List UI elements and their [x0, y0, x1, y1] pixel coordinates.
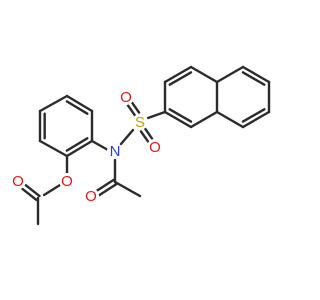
sulfur-naphthyl-bond: [146, 110, 167, 120]
phenyl-ring-bond: [38, 139, 69, 158]
sulfonyl-oxygen-top-atom: O: [118, 89, 134, 106]
naphthalene-inner-bond: [241, 108, 266, 123]
svg-text:N: N: [110, 143, 121, 160]
aryl-nitrogen-bond: [90, 139, 110, 152]
acetyl-carbonyl-double-bond: [95, 178, 115, 193]
phenyl-ring-inner-bond: [65, 137, 89, 152]
ester-carbon-bond: [42, 183, 62, 197]
phenyl-ring-bond: [38, 94, 69, 113]
svg-text:O: O: [149, 139, 161, 156]
svg-text:O: O: [85, 188, 97, 205]
svg-text:O: O: [12, 173, 24, 190]
acetyl-oxygen-atom: O: [83, 188, 99, 205]
molecule-drawing: O O N S O O O: [10, 65, 271, 226]
naphthalene-ring-bond: [189, 110, 219, 129]
nitrogen-atom: N: [107, 143, 123, 160]
ester-carbonyl-oxygen-atom: O: [10, 173, 26, 190]
nitrogen-sulfur-bond: [119, 128, 135, 146]
sulfonyl-oxygen-bottom-double-bond: [139, 130, 150, 143]
ester-carbonyl-double-bond: [24, 183, 41, 198]
sulfur-atom: S: [132, 114, 148, 131]
naphthalene-ring-bond: [189, 65, 219, 84]
naphthalene-inner-bond: [168, 71, 193, 86]
acetyl-methyl-bond: [113, 180, 142, 198]
atom-label-layer: O O N S O O O: [10, 89, 163, 205]
phenyl-ring-inner-bond: [65, 100, 89, 115]
sulfonyl-oxygen-top-double-bond: [130, 101, 141, 114]
structure-canvas: O O N S O O O: [10, 65, 271, 226]
naphthalene-ring-bond: [215, 65, 245, 84]
sulfonyl-oxygen-top-double-bond: [126, 104, 137, 117]
ester-linking-oxygen-atom: O: [59, 173, 75, 190]
acetyl-carbonyl-double-bond: [98, 182, 118, 197]
naphthalene-inner-bond: [241, 71, 266, 86]
svg-text:O: O: [61, 173, 73, 190]
naphthalene-ring-bond: [163, 110, 193, 129]
sulfonyl-oxygen-bottom-double-bond: [143, 127, 154, 140]
phenyl-ring-bond: [65, 139, 94, 158]
ester-carbonyl-double-bond: [21, 187, 38, 202]
sulfonyl-oxygen-bottom-atom: O: [147, 139, 163, 156]
naphthalene-inner-bond: [168, 108, 193, 123]
naphthalene-ring-bond: [241, 110, 271, 129]
naphthalene-ring-bond: [215, 110, 245, 129]
naphthalene-ring-bond: [163, 65, 193, 84]
phenyl-ring-bond: [65, 94, 94, 113]
svg-text:O: O: [120, 89, 132, 106]
bond-layer: [21, 65, 271, 226]
naphthalene-ring-bond: [241, 65, 271, 84]
svg-text:S: S: [135, 114, 145, 131]
